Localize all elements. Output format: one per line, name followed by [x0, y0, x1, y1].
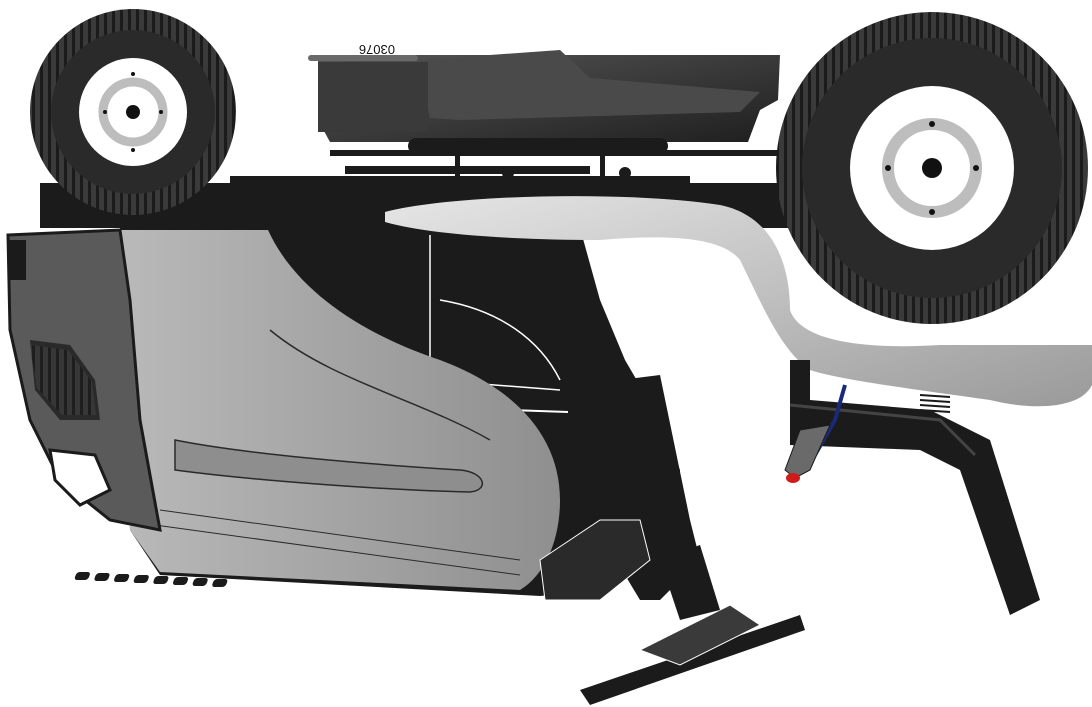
rear-wheel — [776, 12, 1088, 324]
rear-hitch — [789, 360, 1040, 615]
hood-vents — [74, 572, 228, 587]
steering-column — [539, 375, 700, 601]
spring-icon — [919, 394, 951, 413]
hood-panel — [120, 230, 560, 590]
front-grille — [6, 228, 162, 532]
brake-pedal — [580, 545, 805, 705]
rear-fender — [385, 196, 1092, 407]
part-code-text: 03076 — [359, 42, 395, 57]
front-wheel — [30, 9, 236, 215]
height-lever — [784, 384, 847, 483]
part-code-label: 03076 — [359, 42, 395, 57]
seat — [308, 50, 780, 154]
seat-rods — [455, 150, 631, 180]
